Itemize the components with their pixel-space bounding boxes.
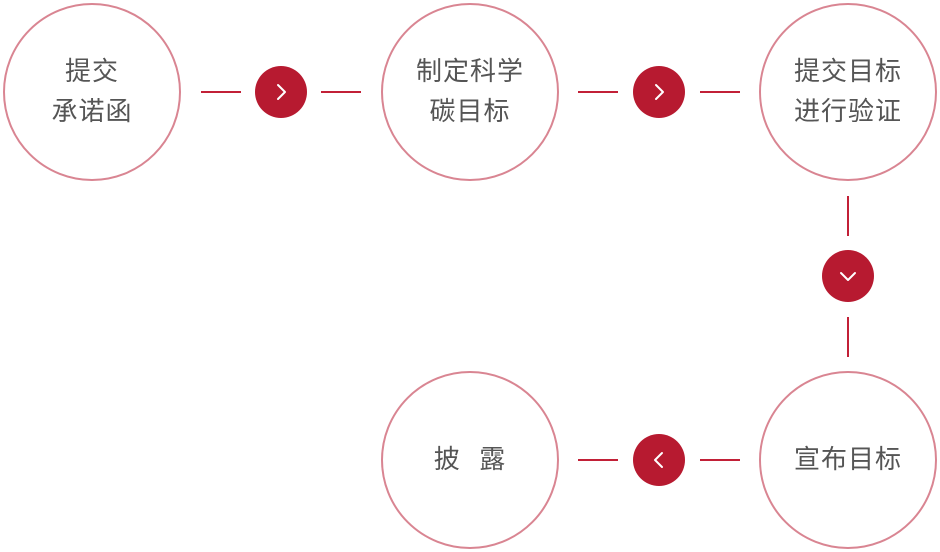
arrow-badge <box>255 66 307 118</box>
connector-line <box>700 459 740 461</box>
step-disclosure: 披 露 <box>381 371 559 549</box>
chevron-down-icon <box>840 272 856 281</box>
step-label: 制定科学 碳目标 <box>415 57 524 127</box>
connector-line <box>201 91 241 93</box>
connector-line <box>847 196 849 236</box>
step-announce-target: 宣布目标 <box>759 371 937 549</box>
connector-line <box>578 91 618 93</box>
step-label: 宣布目标 <box>793 445 902 475</box>
connector-line <box>700 91 740 93</box>
connector-line <box>847 317 849 357</box>
step-set-science-based-target: 制定科学 碳目标 <box>381 3 559 181</box>
step-label: 提交目标 进行验证 <box>793 57 902 127</box>
chevron-left-icon <box>654 452 663 468</box>
step-submit-target-validation: 提交目标 进行验证 <box>759 3 937 181</box>
arrow-badge <box>822 250 874 302</box>
step-label: 披 露 <box>433 445 507 475</box>
arrow-badge <box>633 66 685 118</box>
arrow-badge <box>633 434 685 486</box>
step-submit-commitment: 提交 承诺函 <box>3 3 181 181</box>
step-label: 提交 承诺函 <box>51 57 133 127</box>
chevron-right-icon <box>655 84 664 100</box>
connector-line <box>321 91 361 93</box>
connector-line <box>578 459 618 461</box>
chevron-right-icon <box>277 84 286 100</box>
